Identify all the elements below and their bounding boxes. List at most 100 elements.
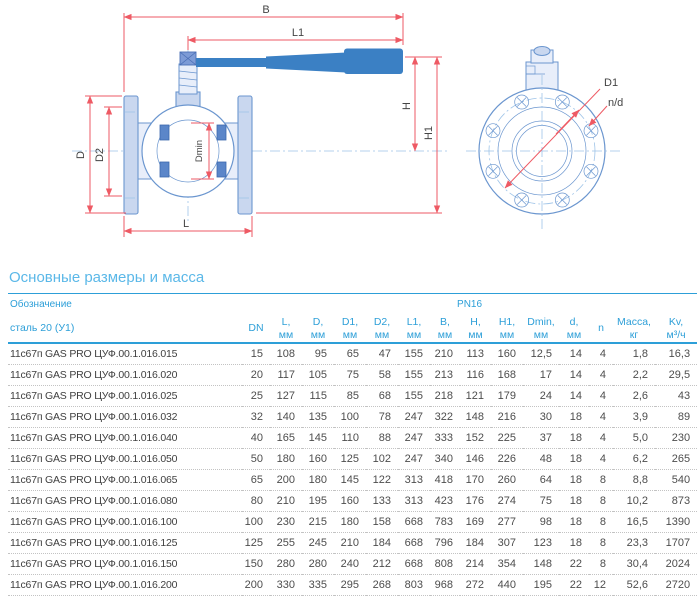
value-cell: 75 bbox=[334, 364, 366, 386]
seat-ring bbox=[216, 124, 227, 141]
value-cell: 150 bbox=[242, 553, 270, 575]
value-cell: 23,3 bbox=[613, 532, 655, 554]
value-cell: 265 bbox=[655, 448, 698, 470]
value-cell: 20 bbox=[242, 364, 270, 386]
column-header-l1: L1,мм bbox=[406, 315, 422, 341]
value-cell: 110 bbox=[334, 427, 366, 449]
value-cell: 64 bbox=[523, 469, 559, 491]
value-cell: 4 bbox=[589, 343, 613, 365]
value-cell: 145 bbox=[334, 469, 366, 491]
value-cell: 37 bbox=[523, 427, 559, 449]
dimension-label-d2: D2 bbox=[94, 148, 106, 162]
value-cell: 333 bbox=[430, 427, 460, 449]
value-cell: 8 bbox=[589, 532, 613, 554]
column-header-n: n bbox=[598, 322, 604, 335]
value-cell: 1707 bbox=[655, 532, 698, 554]
value-cell: 170 bbox=[460, 469, 491, 491]
value-cell: 340 bbox=[430, 448, 460, 470]
value-cell: 29,5 bbox=[655, 364, 698, 386]
value-cell: 668 bbox=[398, 553, 430, 575]
dimension-label-d: D bbox=[75, 151, 87, 159]
value-cell: 15 bbox=[242, 343, 270, 365]
value-cell: 148 bbox=[523, 553, 559, 575]
value-cell: 14 bbox=[559, 385, 589, 407]
dimension-lines bbox=[85, 13, 442, 237]
designation-header: Обозначение bbox=[10, 298, 72, 310]
value-cell: 50 bbox=[242, 448, 270, 470]
value-cell: 30,4 bbox=[613, 553, 655, 575]
value-cell: 783 bbox=[430, 511, 460, 533]
value-cell: 260 bbox=[491, 469, 523, 491]
value-cell: 195 bbox=[302, 490, 334, 512]
value-cell: 230 bbox=[270, 511, 302, 533]
value-cell: 30 bbox=[523, 406, 559, 428]
value-cell: 180 bbox=[334, 511, 366, 533]
value-cell: 4 bbox=[589, 364, 613, 386]
value-cell: 113 bbox=[460, 343, 491, 365]
front-stem bbox=[525, 45, 559, 95]
value-cell: 133 bbox=[366, 490, 398, 512]
value-cell: 280 bbox=[302, 553, 334, 575]
value-cell: 8 bbox=[589, 490, 613, 512]
value-cell: 80 bbox=[242, 490, 270, 512]
value-cell: 98 bbox=[523, 511, 559, 533]
value-cell: 148 bbox=[460, 406, 491, 428]
value-cell: 280 bbox=[270, 553, 302, 575]
valve-handle bbox=[196, 48, 403, 74]
value-cell: 180 bbox=[302, 469, 334, 491]
right-flange bbox=[237, 95, 253, 215]
value-cell: 18 bbox=[559, 448, 589, 470]
value-cell: 322 bbox=[430, 406, 460, 428]
header-row-top: Обозначение PN16 bbox=[8, 294, 697, 316]
column-header-l: L,мм bbox=[278, 315, 294, 341]
designation-cell: 11с67п GAS PRO ЦУФ.00.1.016.150 bbox=[8, 553, 242, 575]
column-header-dmin: Dmin,мм bbox=[527, 315, 555, 341]
value-cell: 47 bbox=[366, 343, 398, 365]
value-cell: 354 bbox=[491, 553, 523, 575]
value-cell: 274 bbox=[491, 490, 523, 512]
value-cell: 2720 bbox=[655, 574, 698, 596]
value-cell: 873 bbox=[655, 490, 698, 512]
ball bbox=[156, 119, 220, 183]
value-cell: 52,6 bbox=[613, 574, 655, 596]
value-cell: 22 bbox=[559, 553, 589, 575]
value-cell: 5,0 bbox=[613, 427, 655, 449]
value-cell: 272 bbox=[460, 574, 491, 596]
value-cell: 216 bbox=[491, 406, 523, 428]
value-cell: 295 bbox=[334, 574, 366, 596]
value-cell: 230 bbox=[655, 427, 698, 449]
value-cell: 210 bbox=[430, 343, 460, 365]
value-cell: 135 bbox=[302, 406, 334, 428]
value-cell: 100 bbox=[334, 406, 366, 428]
value-cell: 24 bbox=[523, 385, 559, 407]
value-cell: 540 bbox=[655, 469, 698, 491]
column-header-kv: Kv,м³/ч bbox=[666, 315, 686, 341]
material-header: сталь 20 (У1) bbox=[10, 322, 75, 335]
value-cell: 184 bbox=[366, 532, 398, 554]
gland-nut bbox=[179, 51, 197, 66]
left-flange bbox=[123, 95, 139, 215]
column-header-dhole: d,мм bbox=[566, 315, 582, 341]
value-cell: 18 bbox=[559, 427, 589, 449]
dimension-label-d1: D1 bbox=[604, 77, 618, 89]
value-cell: 75 bbox=[523, 490, 559, 512]
value-cell: 160 bbox=[491, 343, 523, 365]
value-cell: 65 bbox=[242, 469, 270, 491]
value-cell: 155 bbox=[398, 343, 430, 365]
value-cell: 18 bbox=[559, 406, 589, 428]
value-cell: 155 bbox=[398, 364, 430, 386]
value-cell: 440 bbox=[491, 574, 523, 596]
designation-cell: 11с67п GAS PRO ЦУФ.00.1.016.200 bbox=[8, 574, 242, 596]
value-cell: 18 bbox=[559, 490, 589, 512]
value-cell: 158 bbox=[366, 511, 398, 533]
value-cell: 423 bbox=[430, 490, 460, 512]
value-cell: 17 bbox=[523, 364, 559, 386]
column-header-mass: Масса,кг bbox=[617, 315, 651, 341]
dimension-label-l1: L1 bbox=[292, 27, 304, 39]
